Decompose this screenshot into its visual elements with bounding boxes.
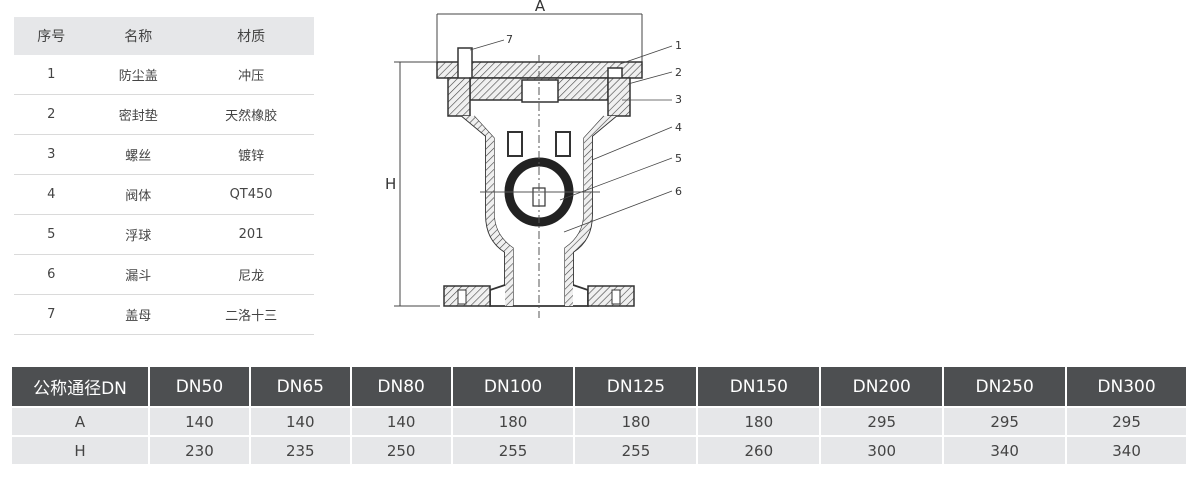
header-dn: DN80	[351, 367, 453, 406]
cell-value: 140	[150, 406, 251, 435]
dimension-a: A	[436, 0, 643, 62]
part-material: 二洛十三	[188, 294, 314, 335]
table-row: 5 浮球 201	[14, 214, 314, 255]
cell-value: 300	[821, 435, 945, 464]
cell-value: 140	[250, 406, 352, 435]
header-dn: DN300	[1067, 367, 1186, 406]
header-dn: DN100	[452, 367, 576, 406]
callouts: 7 1 2 3 4 5 6	[469, 33, 682, 233]
table-row: 1 防尘盖 冲压	[14, 55, 314, 95]
table-row: 7 盖母 二洛十三	[14, 294, 314, 335]
table-row: H 230 235 250 255 255 260 300 340 340	[12, 435, 1186, 464]
dimension-a-label: A	[535, 0, 546, 15]
header-name: 名称	[88, 17, 189, 55]
parts-table-header: 序号 名称 材质	[14, 17, 314, 55]
part-name: 阀体	[88, 174, 189, 215]
header-material: 材质	[188, 17, 314, 55]
callout-6: 6	[675, 185, 682, 198]
part-name: 螺丝	[88, 134, 189, 175]
row-label: A	[12, 406, 150, 435]
table-row: A 140 140 140 180 180 180 295 295 295	[12, 406, 1186, 435]
header-dn: DN65	[250, 367, 352, 406]
cell-value: 235	[250, 435, 352, 464]
callout-2: 2	[675, 66, 682, 79]
valve-cross-section: A H	[385, 0, 682, 318]
header-dn: DN200	[821, 367, 945, 406]
cell-value: 255	[575, 435, 699, 464]
cell-value: 180	[698, 406, 822, 435]
header-dn: DN250	[944, 367, 1068, 406]
part-index: 3	[14, 134, 89, 175]
cell-value: 295	[1067, 406, 1186, 435]
part-name: 漏斗	[88, 254, 189, 295]
part-index: 4	[14, 174, 89, 215]
part-material: 天然橡胶	[188, 94, 314, 135]
part-name: 防尘盖	[88, 55, 189, 95]
valve-diagram: A H	[380, 0, 700, 330]
dimension-h-label: H	[385, 175, 396, 193]
dimension-table-header: 公称通径DN DN50 DN65 DN80 DN100 DN125 DN150 …	[12, 367, 1186, 406]
part-index: 1	[14, 55, 89, 95]
cell-value: 295	[821, 406, 945, 435]
dimension-table: 公称通径DN DN50 DN65 DN80 DN100 DN125 DN150 …	[12, 367, 1186, 464]
cell-value: 340	[1067, 435, 1186, 464]
part-index: 5	[14, 214, 89, 255]
cell-value: 180	[575, 406, 699, 435]
callout-5: 5	[675, 152, 682, 165]
row-label: H	[12, 435, 150, 464]
part-index: 6	[14, 254, 89, 295]
header-dn: DN125	[575, 367, 699, 406]
cell-value: 255	[452, 435, 576, 464]
cell-value: 230	[150, 435, 251, 464]
header-nominal-diameter: 公称通径DN	[12, 367, 150, 406]
header-index: 序号	[14, 17, 89, 55]
parts-table: 序号 名称 材质 1 防尘盖 冲压 2 密封垫 天然橡胶 3 螺丝 镀锌 4 阀…	[14, 17, 314, 335]
table-row: 2 密封垫 天然橡胶	[14, 94, 314, 135]
part-material: 冲压	[188, 55, 314, 95]
part-index: 2	[14, 94, 89, 135]
table-row: 3 螺丝 镀锌	[14, 134, 314, 175]
part-material: 尼龙	[188, 254, 314, 295]
part-name: 浮球	[88, 214, 189, 255]
callout-1: 1	[675, 39, 682, 52]
part-name: 盖母	[88, 294, 189, 335]
cell-value: 250	[351, 435, 453, 464]
table-row: 6 漏斗 尼龙	[14, 254, 314, 295]
part-index: 7	[14, 294, 89, 335]
cell-value: 140	[351, 406, 453, 435]
table-row: 4 阀体 QT450	[14, 174, 314, 215]
cell-value: 295	[944, 406, 1068, 435]
callout-3: 3	[675, 93, 682, 106]
callout-7: 7	[506, 33, 513, 46]
cell-value: 260	[698, 435, 822, 464]
cell-value: 180	[452, 406, 576, 435]
cell-value: 340	[944, 435, 1068, 464]
part-material: QT450	[188, 174, 314, 215]
part-name: 密封垫	[88, 94, 189, 135]
header-dn: DN150	[698, 367, 822, 406]
part-material: 201	[188, 214, 314, 255]
callout-4: 4	[675, 121, 682, 134]
header-dn: DN50	[150, 367, 251, 406]
part-material: 镀锌	[188, 134, 314, 175]
